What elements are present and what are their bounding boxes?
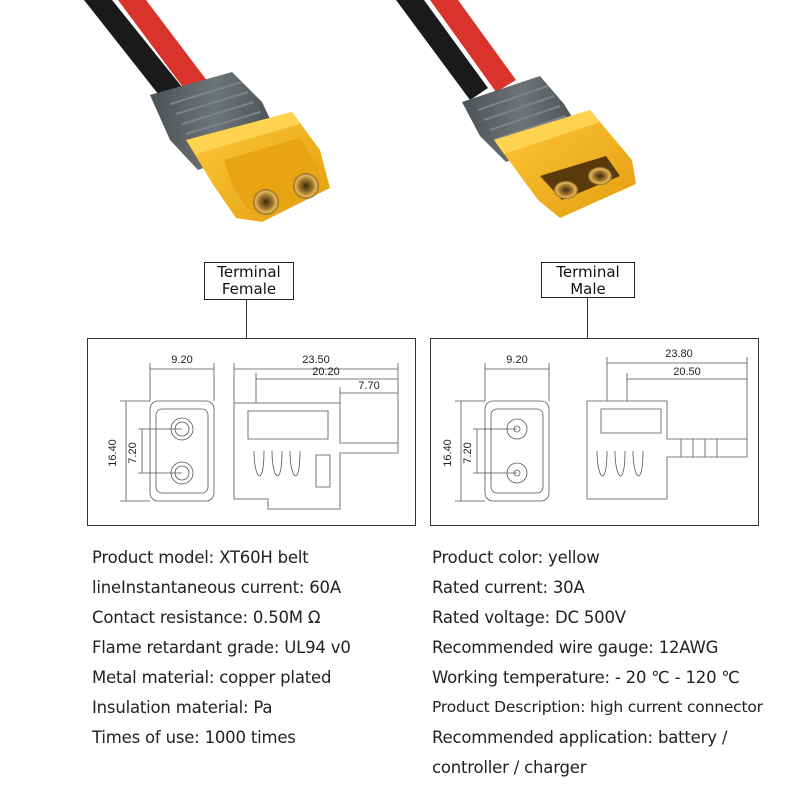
plug-pin (588, 167, 612, 185)
plug-pin (554, 181, 578, 199)
socket-pin (293, 173, 319, 199)
dim-length-total: 23.80 (665, 348, 693, 360)
spec-times-of-use: Times of use: 1000 times (92, 728, 296, 747)
dim-height-total: 16.40 (442, 439, 454, 467)
spec-wire-gauge: Recommended wire gauge: 12AWG (432, 638, 719, 657)
spec-instantaneous-current: lineInstantaneous current: 60A (92, 578, 341, 597)
dim-width-front: 9.20 (506, 354, 527, 366)
spec-rated-current: Rated current: 30A (432, 578, 585, 597)
female-terminal-label: Terminal Female (204, 262, 294, 300)
dim-height-total: 16.40 (107, 439, 119, 467)
connector-photos (84, 0, 636, 222)
male-drawing-panel: 9.20 16.40 7.20 23.80 20.50 (430, 338, 759, 526)
red-wire (118, 0, 208, 94)
spec-metal-material: Metal material: copper plated (92, 668, 332, 687)
spec-product-description: Product Description: high current connec… (432, 698, 763, 716)
dim-pin-spacing: 7.20 (462, 442, 474, 463)
female-label-line1: Terminal (217, 263, 281, 281)
spec-contact-resistance: Contact resistance: 0.50M Ω (92, 608, 321, 627)
female-technical-drawing: 9.20 16.40 7.20 23.50 20.20 7.70 (107, 354, 399, 510)
male-technical-drawing: 9.20 16.40 7.20 23.80 20.50 (442, 348, 748, 502)
dim-pin-spacing: 7.20 (127, 442, 139, 463)
female-label-line2: Female (221, 280, 277, 298)
female-drawing-panel: 9.20 16.40 7.20 23.50 20.20 7.70 (87, 338, 416, 526)
dim-width-front: 9.20 (171, 354, 192, 366)
spec-working-temperature: Working temperature: - 20 ℃ - 120 ℃ (432, 668, 740, 687)
spec-product-color: Product color: yellow (432, 548, 600, 567)
female-connector-photo (84, 0, 330, 222)
black-wire (84, 0, 186, 104)
red-wire (430, 0, 516, 92)
spec-product-model: Product model: XT60H belt (92, 548, 309, 567)
dim-length-body: 20.20 (312, 366, 340, 378)
dim-length-body: 20.50 (673, 366, 701, 378)
spec-flame-retardant: Flame retardant grade: UL94 v0 (92, 638, 351, 657)
spec-insulation-material: Insulation material: Pa (92, 698, 273, 717)
dim-length-pin: 7.70 (358, 380, 379, 392)
spec-rated-voltage: Rated voltage: DC 500V (432, 608, 626, 627)
female-leader-line (246, 300, 248, 340)
male-label-line2: Male (570, 280, 606, 298)
socket-pin (253, 189, 279, 215)
male-terminal-label: Terminal Male (541, 262, 635, 298)
spec-recommended-application-cont: controller / charger (432, 758, 587, 777)
spec-recommended-application: Recommended application: battery / (432, 728, 728, 747)
male-leader-line (587, 298, 589, 338)
black-wire (396, 0, 488, 100)
dim-length-total: 23.50 (302, 354, 330, 366)
male-label-line1: Terminal (556, 263, 620, 281)
male-connector-photo (396, 0, 636, 218)
